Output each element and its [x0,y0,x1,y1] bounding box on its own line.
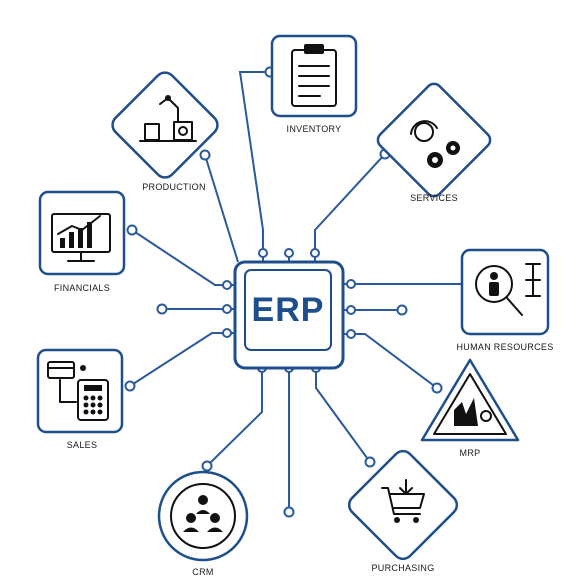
production-label: PRODUCTION [142,182,206,192]
sales-module [36,348,124,434]
services-module [376,82,492,198]
robot-arm-factory-icon [139,95,197,142]
inventory-module [270,34,358,118]
erp-hub-label: ERP [251,290,325,329]
human-resources-module [460,248,550,336]
financials-label: FINANCIALS [53,283,111,293]
crm-module [157,470,249,562]
production-module [111,71,219,179]
erp-hub [233,260,345,370]
shopping-cart-icon [381,479,425,523]
mrp-label: MRP [459,448,481,458]
inventory-label: INVENTORY [286,124,342,134]
headset-gears-icon [410,120,460,168]
financials-module [38,190,126,276]
crm-label: CRM [192,567,214,577]
monitor-chart-icon [51,213,111,262]
sales-label: SALES [66,440,98,450]
magnifier-person-icon [475,263,541,316]
people-cycle-icon [170,483,236,549]
factory-triangle-icon [433,373,507,435]
human-resources-label: HUMAN RESOURCES [456,342,554,352]
card-calculator-icon [47,361,109,421]
purchasing-label: PURCHASING [371,563,435,573]
purchasing-module [347,449,459,561]
services-label: SERVICES [410,193,458,203]
mrp-module [420,358,520,442]
clipboard-icon [291,44,337,107]
